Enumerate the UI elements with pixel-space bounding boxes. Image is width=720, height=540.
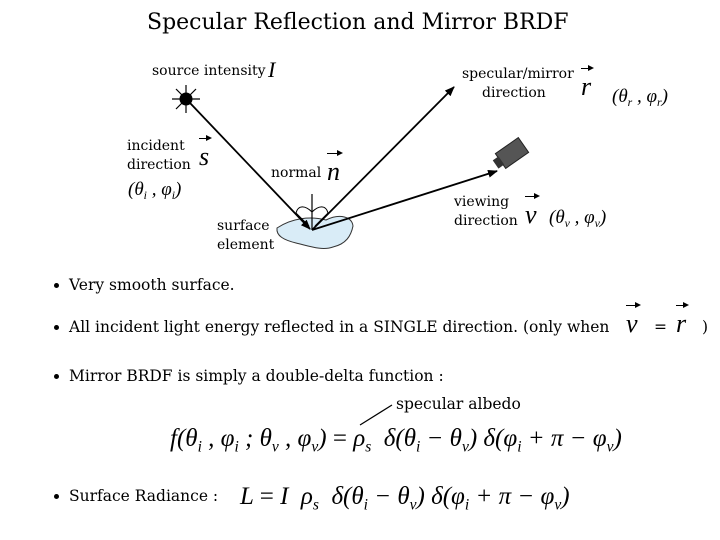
incident-label-line2: direction: [127, 157, 191, 173]
bullet-mirror-brdf: Mirror BRDF is simply a double-delta fun…: [69, 367, 444, 385]
viewing-angles: (θv , φv): [549, 207, 607, 231]
bullet-single-direction: All incident light energy reflected in a…: [69, 318, 610, 336]
source-intensity-symbol: I: [268, 57, 276, 82]
surface-radiance-equation: L = I ρs δ(θi − θv) δ(φi + π − φv): [240, 483, 570, 514]
viewing-vector-symbol: v: [525, 193, 539, 229]
specular-albedo-label: specular albedo: [396, 395, 521, 413]
normal-label: normal: [271, 165, 322, 181]
incident-vector-symbol: s: [199, 135, 213, 171]
normal-vector-symbol: n: [327, 150, 343, 186]
reflected-ray: [311, 86, 455, 231]
specular-vector-symbol: r: [581, 65, 595, 101]
source-intensity-label: source intensity: [152, 63, 266, 79]
surface-label-line1: surface: [217, 218, 270, 234]
viewing-ray: [311, 169, 498, 231]
incident-ray: [189, 102, 311, 230]
bullet-smooth-surface: Very smooth surface.: [69, 276, 235, 294]
slide-title: Specular Reflection and Mirror BRDF: [147, 10, 569, 35]
surface-label-line2: element: [217, 237, 275, 253]
mirror-brdf-equation: f(θi , φi ; θv , φv) = ρs δ(θi − θv) δ(φ…: [170, 425, 622, 456]
camera-icon: [492, 136, 530, 170]
bullet-dot: [54, 494, 59, 499]
viewing-label-line2: direction: [454, 213, 518, 229]
condition-r-symbol: r: [676, 302, 690, 338]
specular-angles: (θr , φr): [612, 86, 668, 110]
condition-equals: =: [654, 318, 667, 336]
bullet-dot: [54, 374, 59, 379]
bullet-surface-radiance: Surface Radiance :: [69, 487, 219, 505]
viewing-label-line1: viewing: [454, 194, 510, 210]
specular-label-line1: specular/mirror: [462, 66, 574, 82]
incident-angles: (θi , φi): [128, 179, 182, 203]
condition-v-symbol: v: [626, 302, 640, 338]
specular-label-line2: direction: [482, 85, 546, 101]
incident-label-line1: incident: [127, 138, 185, 154]
bullet-dot: [54, 325, 59, 330]
condition-close-paren: ): [702, 318, 709, 336]
bullet-dot: [54, 283, 59, 288]
